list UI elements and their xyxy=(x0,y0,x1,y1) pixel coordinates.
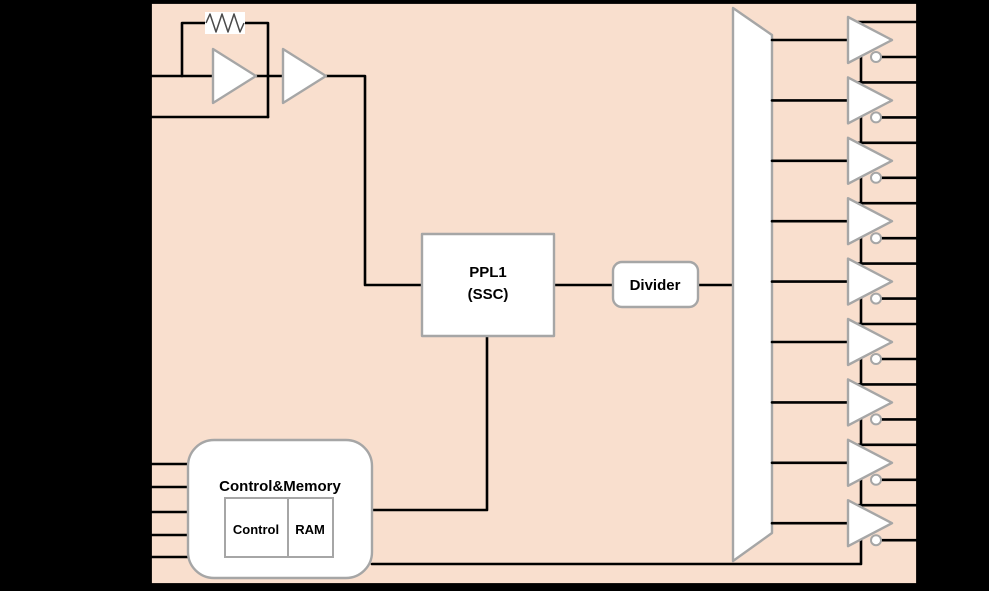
output-buffer-icon xyxy=(846,257,894,306)
inverter-bubble-icon xyxy=(870,413,882,426)
ram-box xyxy=(287,497,334,558)
inverter-bubble-icon xyxy=(870,232,882,245)
output-buffer-icon xyxy=(846,15,894,65)
output-buffer-icon xyxy=(846,136,894,186)
inverter-bubble-icon xyxy=(870,534,882,547)
control-label: Control xyxy=(233,522,279,537)
mux-trapezoid xyxy=(731,6,774,563)
feedback-wire-right xyxy=(241,21,270,119)
inverter-bubble-icon xyxy=(870,171,882,184)
ram-label: RAM xyxy=(295,522,325,537)
feedback-wire-left xyxy=(180,21,209,78)
control-box xyxy=(224,497,289,558)
pll-block: PPL1 (SSC) xyxy=(420,232,556,338)
output-buffer-icon xyxy=(846,438,894,487)
control-memory-title: Control&Memory xyxy=(219,478,341,495)
control-to-pll-wire xyxy=(370,334,489,512)
control-memory-block: Control&Memory Control RAM xyxy=(186,438,374,580)
divider-block: Divider xyxy=(611,260,700,309)
output-buffer-icon xyxy=(846,317,894,367)
pll-box xyxy=(420,232,556,338)
output-buffer-icon xyxy=(846,196,894,246)
inverter-bubble-icon xyxy=(870,473,882,486)
bottom-feedback-wire xyxy=(370,537,863,566)
pll-label-line1: PPL1 xyxy=(469,264,507,281)
output-buffer-icon xyxy=(846,378,894,427)
output-buffer-bank xyxy=(770,15,922,548)
output-buffer-icon xyxy=(846,499,894,548)
inverter-bubble-icon xyxy=(870,353,882,365)
resistor-icon xyxy=(205,13,245,33)
divider-box xyxy=(611,260,700,309)
pll-label-line2: (SSC) xyxy=(468,286,509,303)
amplifier-icon xyxy=(281,47,328,105)
wires xyxy=(144,21,863,566)
divider-label: Divider xyxy=(630,277,681,294)
crystal-oscillator xyxy=(205,12,328,105)
output-buffer-icon xyxy=(846,76,894,125)
inverter-bubble-icon xyxy=(870,51,882,63)
inverter-bubble-icon xyxy=(870,111,882,124)
inverter-bubble-icon xyxy=(870,292,882,305)
osc-to-pll-wire xyxy=(324,74,424,287)
amplifier-icon xyxy=(211,47,258,105)
